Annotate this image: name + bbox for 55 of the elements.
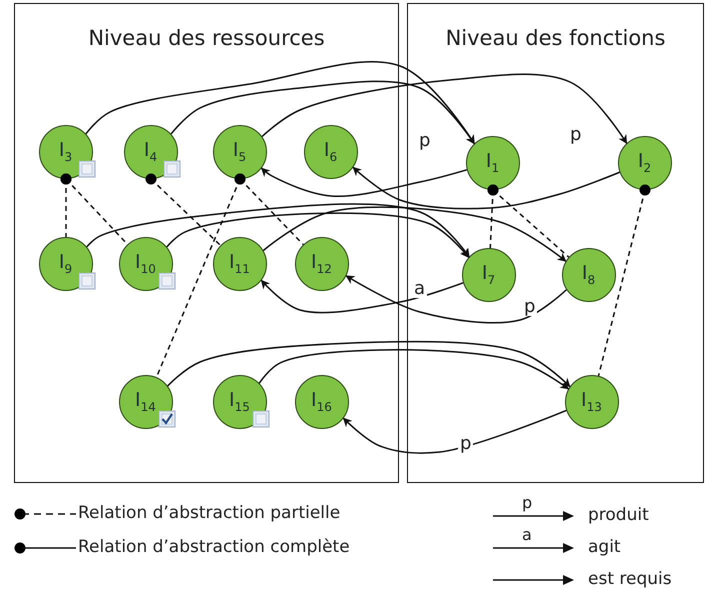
node-label: I$_{4}$ (144, 139, 158, 164)
node-label: I$_{8}$ (582, 262, 596, 287)
arrow (86, 203, 470, 258)
node-label: I$_{1}$ (486, 150, 500, 175)
node-label: I$_{2}$ (638, 150, 652, 175)
node-circle (118, 236, 172, 290)
arrow (260, 280, 464, 314)
legend-text: est requis (588, 569, 672, 589)
panel-title: Niveau des ressources (87, 26, 326, 50)
node-circle (294, 236, 348, 290)
node-label: I$_{6}$ (324, 139, 338, 164)
arrow (167, 340, 570, 388)
node-label: I$_{15}$ (229, 389, 250, 414)
arrow (260, 168, 468, 198)
node-circle (618, 136, 672, 190)
node-label: I$_{11}$ (229, 251, 250, 276)
level-panel (407, 3, 704, 483)
legend-sample-label: p (522, 493, 532, 513)
legend-text: agit (588, 537, 621, 557)
abstraction-line (488, 184, 570, 258)
node-label: I$_{9}$ (58, 251, 72, 276)
node-label: I$_{12}$ (311, 251, 332, 276)
node-label: I$_{10}$ (135, 251, 156, 276)
node-label: I$_{13}$ (581, 389, 602, 414)
arrow (170, 80, 475, 144)
arrow (258, 349, 570, 390)
node-circle (212, 374, 266, 428)
panel-title: Niveau des fonctions (444, 26, 666, 50)
arrow (262, 206, 566, 262)
node-circle (212, 236, 266, 290)
node-circle (124, 124, 178, 178)
node-label: I$_{5}$ (232, 139, 246, 164)
node-label: I$_{7}$ (482, 262, 496, 287)
level-panel (14, 3, 399, 483)
arrow (342, 410, 567, 454)
arrow (352, 166, 620, 210)
node-circle (564, 374, 618, 428)
node-circle (462, 248, 516, 302)
legend-text: Relation d’abstraction complète (78, 537, 350, 557)
legend-sample-label: a (522, 525, 532, 545)
node-label: I$_{16}$ (311, 389, 332, 414)
node-circle (38, 124, 92, 178)
arrow (345, 275, 567, 324)
abstraction-line (234, 174, 304, 246)
arrow (262, 74, 628, 144)
node-circle (562, 248, 616, 302)
legend-text: Relation d’abstraction partielle (78, 503, 340, 523)
abstraction-line (598, 184, 650, 376)
abstraction-line (60, 174, 128, 245)
abstraction-line (146, 174, 221, 246)
legend-text: produit (588, 505, 649, 525)
node-label: I$_{3}$ (58, 139, 72, 164)
node-label: I$_{14}$ (135, 389, 156, 414)
node-circle (466, 136, 520, 190)
arrow (166, 212, 470, 258)
